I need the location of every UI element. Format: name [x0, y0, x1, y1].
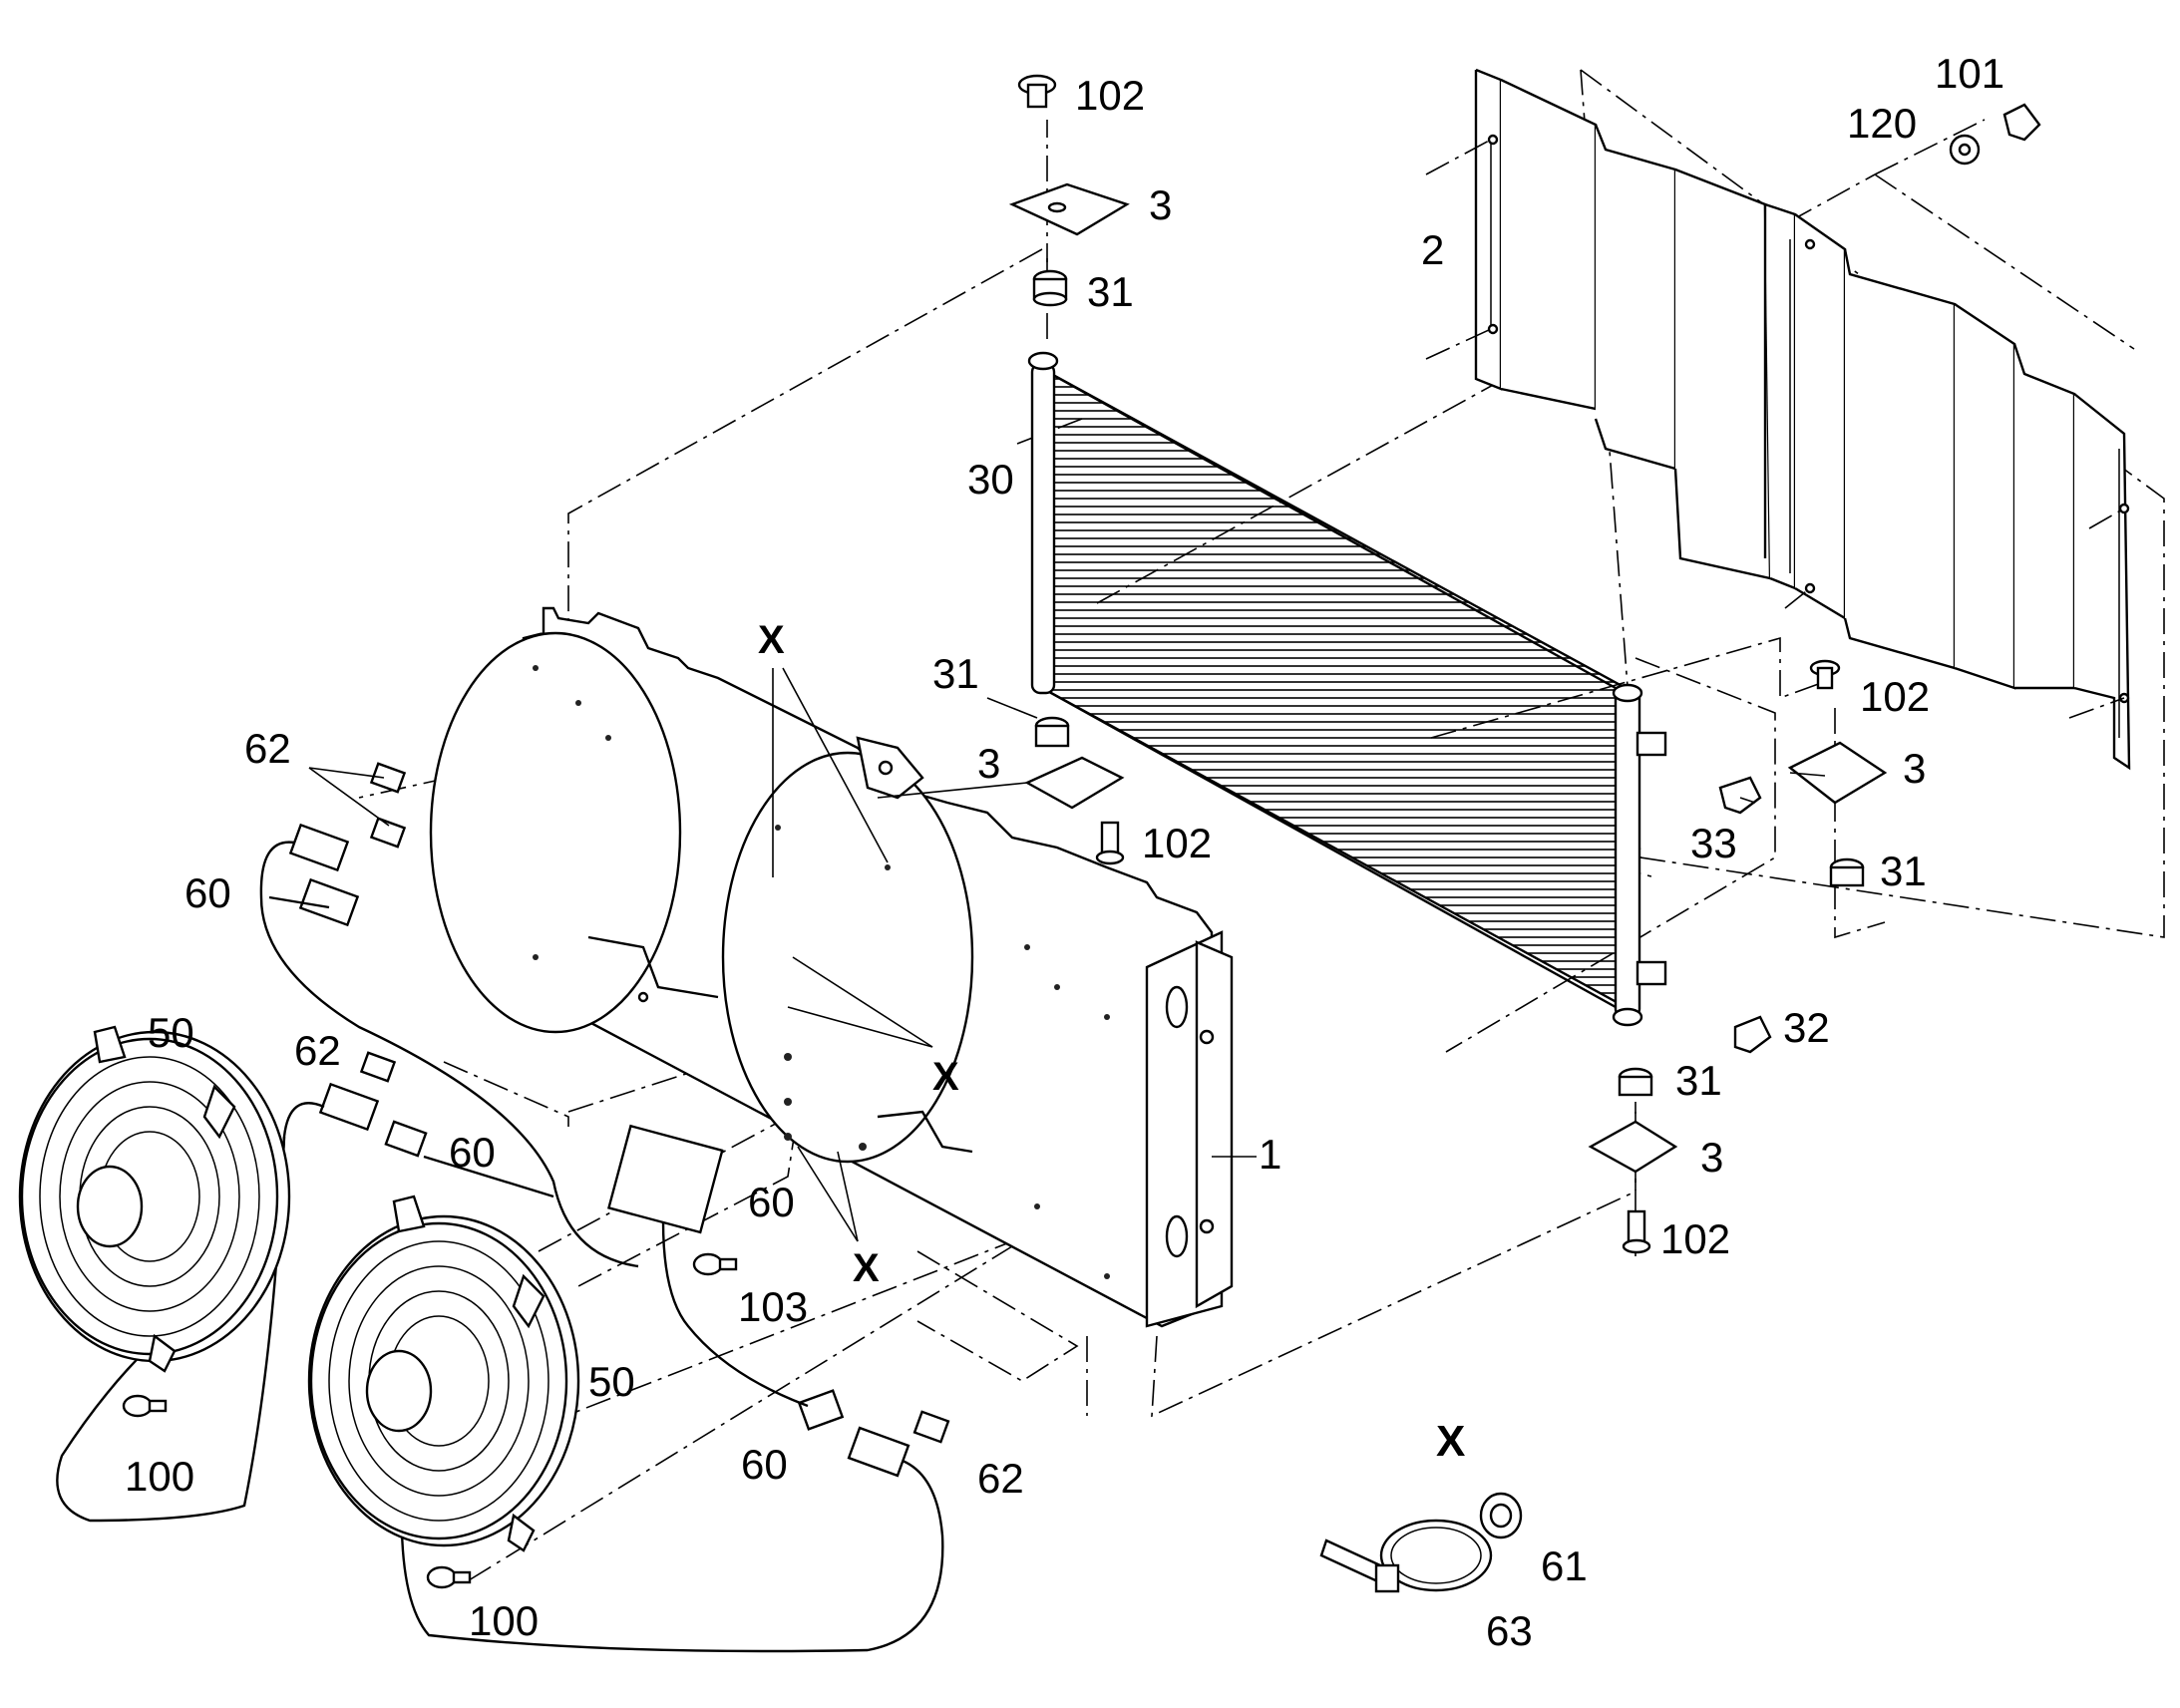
callout-31-top: 31 [1087, 268, 1134, 315]
callout-1: 1 [1259, 1131, 1281, 1178]
callout-63: 63 [1486, 1607, 1533, 1654]
callout-30: 30 [967, 456, 1014, 503]
callout-60-box: 60 [748, 1179, 795, 1225]
right-mount [1787, 659, 1888, 887]
callout-3-right: 3 [1903, 745, 1926, 792]
callout-32: 32 [1783, 1004, 1830, 1051]
callout-leaders [877, 697, 1826, 1158]
callout-3-top: 3 [1149, 181, 1172, 228]
callout-31-mid: 31 [932, 650, 979, 697]
callout-60-bottom: 60 [741, 1441, 788, 1488]
fan-screws [122, 1252, 738, 1589]
detail-x [1319, 1492, 1523, 1593]
callout-100-left: 100 [125, 1453, 194, 1500]
callout-102-top: 102 [1075, 72, 1145, 119]
callout-31-bottom: 31 [1675, 1057, 1722, 1104]
callout-60-left: 60 [184, 869, 231, 916]
detail-x-title: X [1436, 1417, 1465, 1466]
bottom-mount [1588, 1067, 1678, 1254]
fan-shroud [429, 606, 1234, 1328]
callout-102-mid: 102 [1142, 820, 1212, 866]
condenser [1027, 351, 1667, 1027]
callout-101: 101 [1935, 50, 2004, 97]
callout-50-right: 50 [588, 1358, 635, 1405]
callout-102-bottom: 102 [1660, 1215, 1730, 1262]
top-mount [1008, 74, 1130, 307]
fan-right [307, 1195, 580, 1552]
callout-3-mid: 3 [977, 740, 1000, 787]
callout-60-mid: 60 [449, 1129, 496, 1176]
callout-100-right: 100 [469, 1597, 539, 1644]
marker-x-bottom: X [853, 1246, 880, 1290]
callout-labels: 102 3 31 30 2 120 101 31 3 102 102 3 33 … [125, 50, 2004, 1654]
connectors [56, 762, 950, 1653]
x-leaders [772, 667, 933, 1242]
fan-left [18, 1025, 291, 1373]
callout-62-top: 62 [244, 725, 291, 772]
mid-mount [1024, 716, 1125, 865]
callout-61: 61 [1541, 1542, 1588, 1589]
callout-102-right: 102 [1860, 673, 1930, 720]
callout-3-bottom: 3 [1700, 1134, 1723, 1181]
callout-50-left: 50 [148, 1009, 194, 1056]
marker-x-top: X [758, 618, 785, 662]
fittings [1718, 103, 2041, 1054]
callout-62-bottom: 62 [977, 1455, 1024, 1502]
marker-x-mid: X [932, 1055, 959, 1099]
callout-2: 2 [1421, 226, 1444, 273]
callout-62-mid: 62 [294, 1027, 341, 1074]
callout-33: 33 [1690, 820, 1737, 866]
callout-120: 120 [1847, 100, 1917, 147]
cover-panel [1425, 68, 2131, 771]
callout-31-right: 31 [1880, 848, 1927, 894]
callout-103: 103 [738, 1283, 808, 1330]
